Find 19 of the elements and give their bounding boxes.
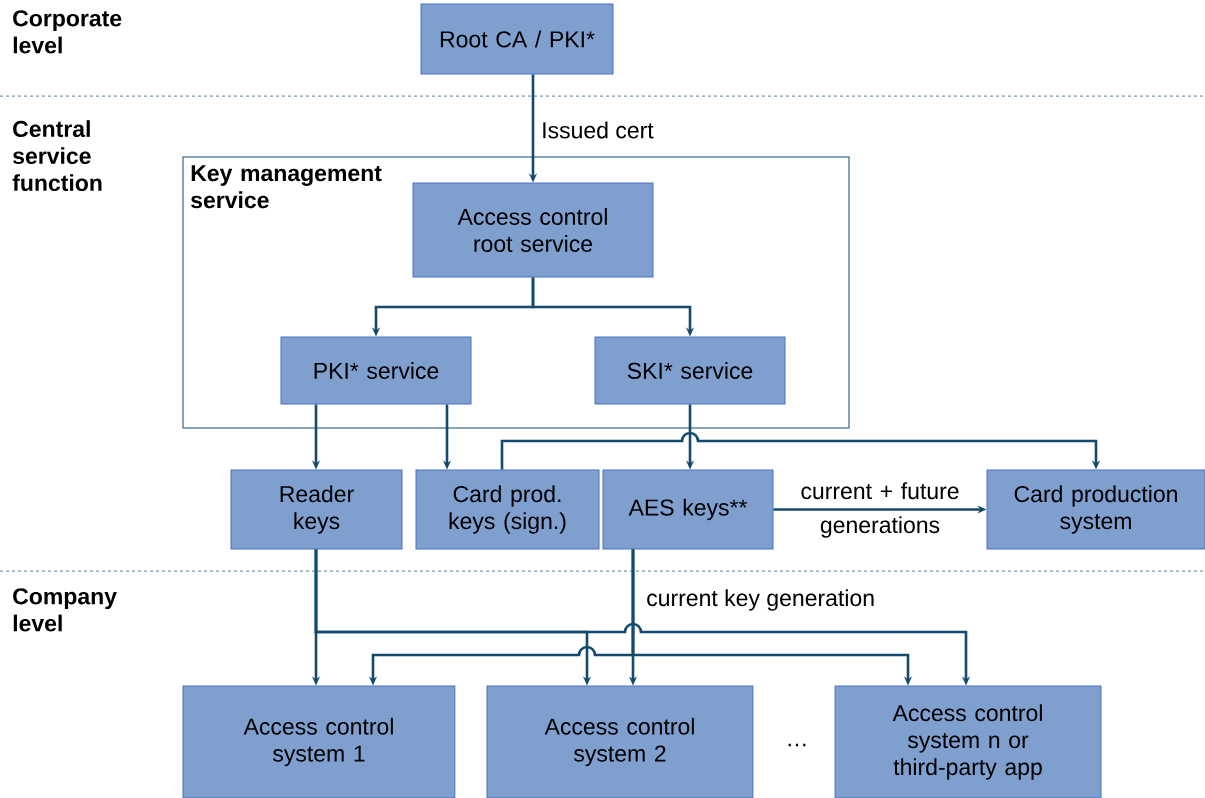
process-box: Access control system n or third-party app <box>834 685 1102 798</box>
level-label: Company level <box>13 588 117 632</box>
edge-label: Issued cert <box>543 121 654 139</box>
edge-label: current key generation <box>647 589 874 611</box>
process-box: PKI* service <box>280 336 472 405</box>
edge-label: current + future generations <box>801 482 959 538</box>
arrow <box>500 431 1101 470</box>
process-box: SKI* service <box>594 336 786 405</box>
process-box: Reader keys <box>230 469 403 550</box>
process-box: Access control root service <box>412 182 654 278</box>
ellipsis: … <box>788 743 806 747</box>
process-box: Access control system 2 <box>486 685 754 798</box>
process-box: Card production system <box>986 469 1205 550</box>
process-box: Card prod. keys (sign.) <box>415 469 600 550</box>
level-label: Corporate level <box>13 10 122 54</box>
process-box: AES keys** <box>602 469 774 550</box>
process-box: Access control system 1 <box>182 685 456 798</box>
process-box: Root CA / PKI* <box>420 3 614 75</box>
level-label: Central service function <box>12 120 102 192</box>
